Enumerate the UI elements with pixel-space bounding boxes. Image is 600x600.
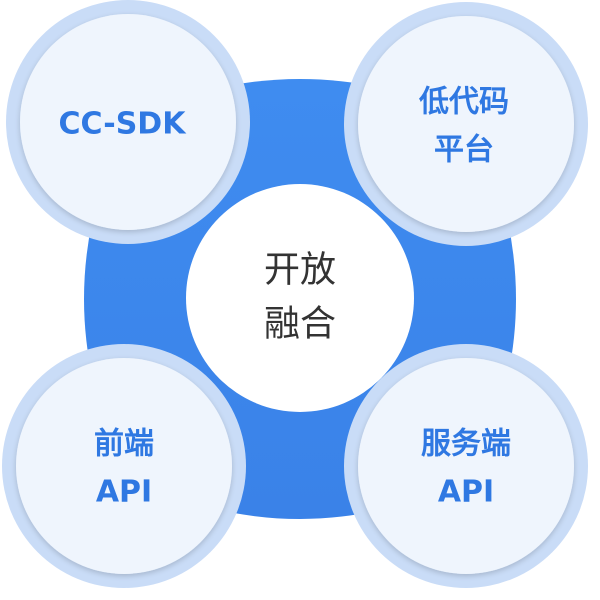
node-backend-api: 服务端 API bbox=[344, 344, 588, 588]
node-circle bbox=[16, 358, 232, 574]
node-circle bbox=[358, 358, 574, 574]
node-label-backend-line-1: 服务端 bbox=[421, 427, 511, 462]
node-circle bbox=[20, 14, 236, 230]
node-circle bbox=[358, 16, 574, 232]
center-node: 开放 融合 bbox=[186, 184, 414, 412]
center-circle bbox=[186, 184, 414, 412]
node-label-low-code-line-2: 平台 bbox=[434, 133, 494, 168]
center-label-line-1: 开放 bbox=[264, 250, 336, 291]
node-label-frontend-line-1: 前端 bbox=[94, 427, 154, 462]
node-cc-sdk: CC-SDK bbox=[6, 0, 250, 244]
node-low-code-platform: 低代码 平台 bbox=[344, 2, 588, 246]
node-label-frontend-line-2: API bbox=[96, 475, 152, 510]
node-label-backend-line-2: API bbox=[438, 475, 494, 510]
node-frontend-api: 前端 API bbox=[2, 344, 246, 588]
node-label-low-code-line-1: 低代码 bbox=[418, 85, 509, 120]
node-label-cc-sdk: CC-SDK bbox=[59, 107, 188, 142]
center-label-line-2: 融合 bbox=[264, 304, 336, 345]
